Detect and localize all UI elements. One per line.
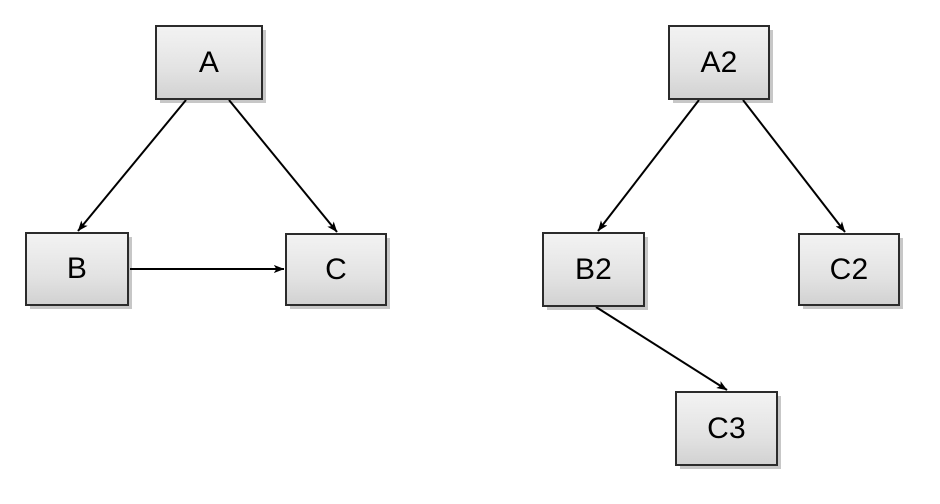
node-label: C2 [829, 252, 869, 286]
node-label: A [198, 45, 220, 79]
edge-a2-to-b2 [597, 99, 700, 232]
node-b2[interactable]: B2 [542, 232, 645, 307]
edge-a-to-c [228, 99, 338, 233]
node-label: B2 [574, 252, 613, 286]
node-label: C3 [707, 411, 746, 445]
edge-a-to-b [77, 99, 187, 232]
node-label: A2 [700, 45, 738, 79]
node-c[interactable]: C [285, 233, 387, 306]
node-label: C [325, 252, 347, 286]
node-label: B [66, 252, 88, 285]
edge-b2-to-c3 [595, 306, 728, 391]
edge-a2-to-c2 [742, 99, 846, 233]
node-a[interactable]: A [155, 25, 263, 100]
node-c3[interactable]: C3 [675, 391, 778, 466]
node-b[interactable]: B [25, 232, 129, 306]
node-a2[interactable]: A2 [668, 25, 770, 100]
node-c2[interactable]: C2 [798, 233, 900, 306]
edge-group [77, 99, 846, 391]
